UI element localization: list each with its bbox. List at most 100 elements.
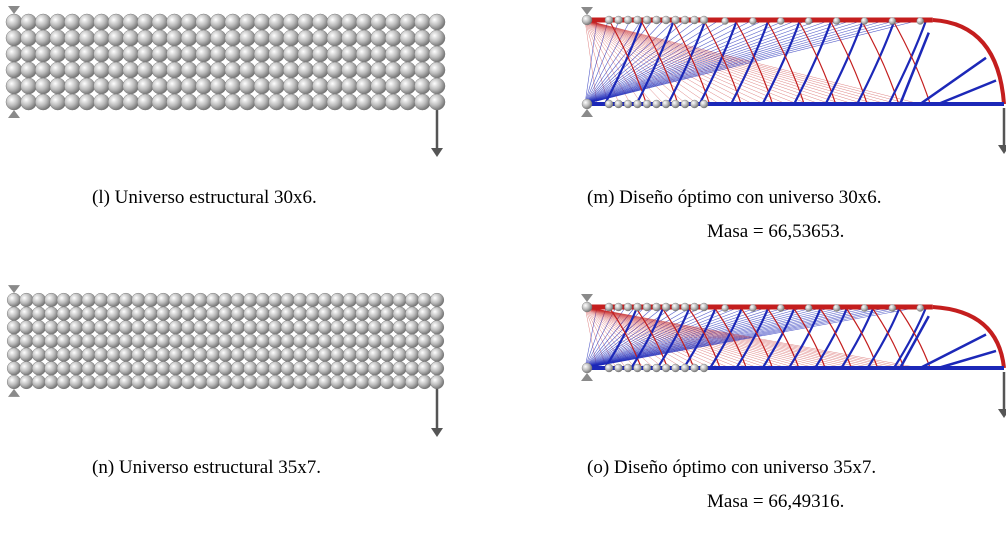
grid-node — [243, 361, 258, 376]
grid-node — [49, 45, 67, 63]
grid-node — [56, 374, 71, 390]
grid-node — [293, 347, 308, 362]
grid-node — [282, 45, 300, 63]
grid-node — [341, 13, 358, 31]
load-arrow-icon — [431, 428, 443, 437]
grid-node — [429, 374, 445, 390]
grid-node — [118, 292, 134, 308]
truss-node — [642, 99, 652, 109]
grid-node — [137, 29, 154, 47]
grid-node — [341, 29, 358, 47]
grid-node — [118, 306, 134, 321]
grid-node — [312, 45, 329, 63]
grid-node — [392, 320, 407, 335]
grid-node — [81, 361, 96, 376]
grid-node — [312, 29, 329, 47]
grid-node — [69, 292, 84, 308]
grid-node — [143, 347, 158, 362]
grid-node — [330, 333, 345, 349]
web-member-tension — [608, 306, 642, 369]
fan-member — [584, 19, 709, 105]
grid-node — [218, 306, 233, 321]
grid-node — [280, 347, 295, 362]
grid-node — [355, 320, 370, 335]
grid-node — [107, 77, 125, 95]
grid-node — [243, 333, 258, 349]
grid-node — [56, 306, 71, 321]
web-member-tension — [871, 306, 905, 369]
truss-node — [623, 15, 633, 25]
grid-node — [305, 306, 320, 321]
grid-node — [355, 333, 370, 349]
truss-node — [661, 302, 671, 312]
grid-node — [414, 93, 431, 111]
grid-node — [93, 320, 109, 335]
grid-node — [93, 29, 110, 47]
grid-node — [367, 361, 382, 376]
grid-node — [239, 13, 256, 31]
grid-node — [156, 347, 171, 362]
grid-node — [342, 361, 358, 376]
fan-member — [584, 19, 754, 105]
grid-node — [417, 292, 432, 308]
truss-diagram-30x6 — [581, 7, 1006, 154]
grid-node — [56, 292, 71, 308]
grid-node — [282, 93, 300, 111]
grid-node — [118, 333, 134, 349]
grid-node — [317, 292, 333, 308]
grid-node — [93, 347, 109, 362]
grid-node — [166, 93, 183, 111]
grid-node — [414, 45, 431, 63]
grid-node — [239, 93, 256, 111]
grid-node — [156, 306, 171, 321]
truss-node — [699, 99, 709, 109]
fan-member — [584, 19, 910, 105]
grid-node — [78, 61, 96, 79]
end-diagonal — [937, 349, 997, 370]
grid-node — [143, 306, 158, 321]
grid-node — [181, 306, 196, 321]
truss-diagram-35x7 — [581, 294, 1006, 418]
web-member-compression — [893, 306, 928, 369]
grid-node — [137, 45, 154, 63]
grid-node — [49, 13, 67, 31]
grid-node — [268, 333, 283, 349]
end-diagonal — [919, 333, 987, 370]
grid-node — [180, 61, 198, 79]
truss-node — [633, 363, 642, 373]
grid-node — [78, 45, 96, 63]
grid-node — [342, 347, 358, 362]
grid-node — [151, 45, 169, 63]
grid-node — [195, 29, 212, 47]
grid-node — [370, 13, 387, 31]
grid-node — [330, 292, 345, 308]
grid-node — [243, 306, 258, 321]
truss-node — [633, 99, 642, 109]
grid-node — [93, 306, 109, 321]
mass-m: Masa = 66,53653. — [707, 221, 845, 242]
truss-node — [652, 363, 661, 373]
grid-node — [69, 320, 84, 335]
grid-node — [305, 374, 320, 390]
grid-node — [193, 292, 208, 308]
grid-node — [399, 61, 417, 79]
grid-node — [312, 13, 329, 31]
grid-node — [243, 374, 258, 390]
grid-node — [367, 347, 382, 362]
truss-node — [699, 363, 709, 373]
web-member-compression — [814, 306, 849, 369]
grid-node — [78, 77, 96, 95]
grid-node — [166, 77, 183, 95]
grid-node — [384, 77, 402, 95]
end-diagonal — [919, 56, 987, 106]
grid-node — [122, 13, 139, 31]
grid-node — [6, 292, 22, 308]
grid-node — [367, 320, 382, 335]
grid-node — [414, 61, 431, 79]
grid-node — [81, 320, 96, 335]
grid-node — [106, 361, 121, 376]
fan-member — [584, 306, 731, 369]
grid-node — [56, 347, 71, 362]
web-member-tension — [792, 306, 826, 369]
grid-node — [414, 77, 431, 95]
